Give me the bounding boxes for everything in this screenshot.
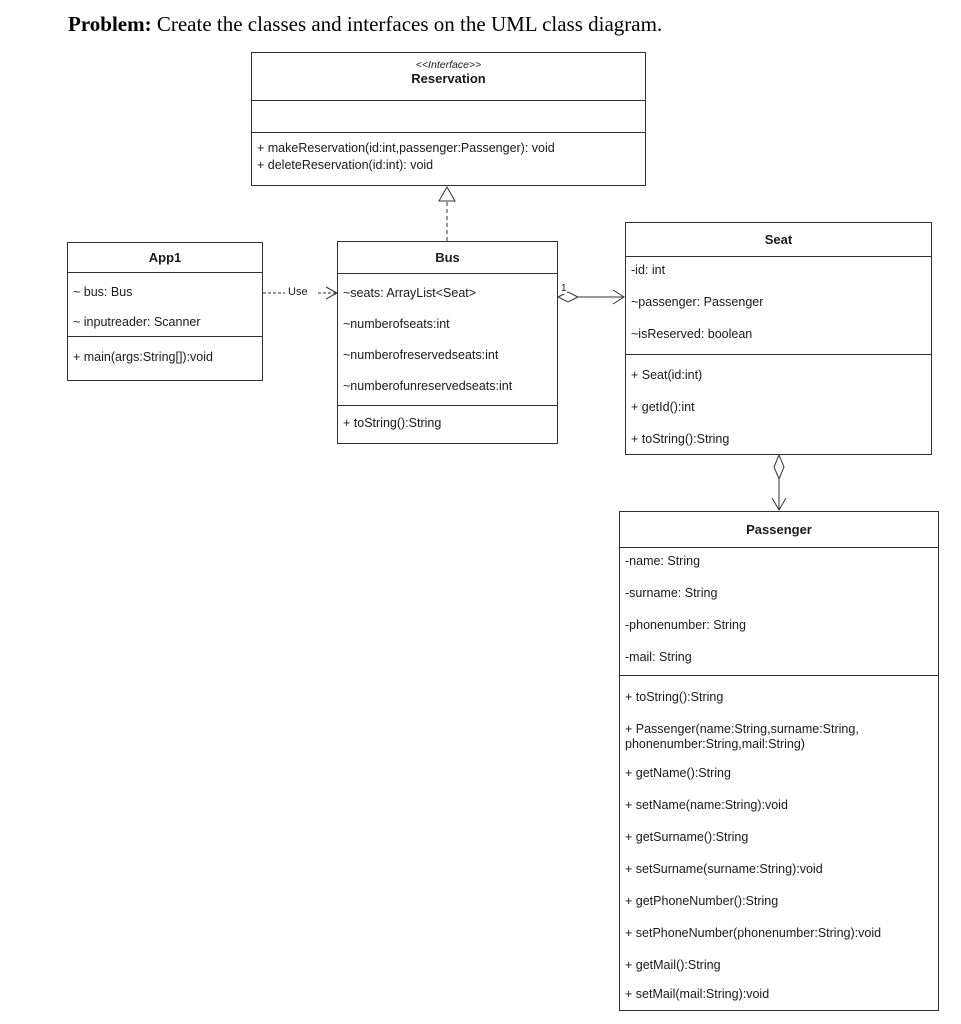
attribute-item: ~ bus: Bus — [73, 285, 133, 299]
method-item: + main(args:String[]):void — [73, 350, 213, 364]
class-name: Reservation — [411, 71, 486, 86]
method-item: + Seat(id:int) — [631, 368, 703, 382]
attribute-item: -id: int — [631, 263, 666, 277]
methods-section: + toString():String + Passenger(name:Str… — [620, 676, 938, 1010]
realization-arrowhead — [438, 185, 456, 202]
method-item: + toString():String — [631, 432, 730, 446]
method-item: + setMail(mail:String):void — [625, 987, 770, 1001]
method-item: + toString():String — [625, 690, 724, 704]
method-item: + setSurname(surname:String):void — [625, 862, 823, 876]
attribute-item: ~numberofunreservedseats:int — [343, 379, 513, 393]
problem-statement: Problem: Create the classes and interfac… — [68, 12, 662, 37]
method-item: + getPhoneNumber():String — [625, 894, 779, 908]
class-passenger: Passenger -name: String -surname: String… — [619, 511, 939, 1011]
method-item: + makeReservation(id:int,passenger:Passe… — [257, 141, 555, 155]
class-reservation: <<Interface>> Reservation + makeReservat… — [251, 52, 646, 186]
class-bus: Bus ~seats: ArrayList<Seat> ~numberofsea… — [337, 241, 558, 444]
attribute-item: -name: String — [625, 554, 701, 568]
method-item: + getMail():String — [625, 958, 721, 972]
method-item: + deleteReservation(id:int): void — [257, 158, 434, 172]
class-name: App1 — [68, 243, 262, 273]
class-name: Passenger — [620, 512, 938, 548]
method-item: phonenumber:String,mail:String) — [625, 737, 805, 751]
method-item: + getSurname():String — [625, 830, 749, 844]
methods-section: + Seat(id:int) + getId():int + toString(… — [626, 355, 931, 454]
attribute-item: ~numberofseats:int — [343, 317, 450, 331]
attribute-item: ~ inputreader: Scanner — [73, 315, 201, 329]
bus-seat-multiplicity: 1 — [561, 283, 567, 294]
class-name: Seat — [626, 223, 931, 257]
class-app1: App1 ~ bus: Bus ~ inputreader: Scanner +… — [67, 242, 263, 381]
methods-section: + main(args:String[]):void — [68, 337, 262, 380]
methods-section: + makeReservation(id:int,passenger:Passe… — [252, 133, 645, 185]
class-name: Bus — [338, 242, 557, 274]
methods-section: + toString():String — [338, 406, 557, 443]
attribute-item: ~isReserved: boolean — [631, 327, 753, 341]
method-item: + toString():String — [343, 416, 442, 430]
attribute-item: ~numberofreservedseats:int — [343, 348, 499, 362]
attributes-section: -id: int ~passenger: Passenger ~isReserv… — [626, 257, 931, 355]
bus-seat-arrowhead — [612, 289, 625, 305]
method-item: + getId():int — [631, 400, 695, 414]
attribute-item: ~passenger: Passenger — [631, 295, 764, 309]
seat-passenger-arrowhead — [771, 497, 787, 511]
use-label: Use — [288, 286, 308, 298]
attribute-item: ~seats: ArrayList<Seat> — [343, 286, 477, 300]
attributes-section — [252, 101, 645, 133]
attributes-section: ~ bus: Bus ~ inputreader: Scanner — [68, 273, 262, 337]
attributes-section: ~seats: ArrayList<Seat> ~numberofseats:i… — [338, 274, 557, 406]
problem-prefix: Problem: — [68, 12, 152, 36]
class-seat: Seat -id: int ~passenger: Passenger ~isR… — [625, 222, 932, 455]
method-item: + getName():String — [625, 766, 731, 780]
attribute-item: -phonenumber: String — [625, 618, 746, 632]
attributes-section: -name: String -surname: String -phonenum… — [620, 548, 938, 676]
stereotype-label: <<Interface>> — [415, 59, 482, 71]
seat-passenger-aggregation-diamond — [773, 453, 785, 481]
method-item: + setName(name:String):void — [625, 798, 788, 812]
method-item: + Passenger(name:String,surname:String, — [625, 722, 859, 736]
attribute-item: -surname: String — [625, 586, 718, 600]
attribute-item: -mail: String — [625, 650, 692, 664]
method-item: + setPhoneNumber(phonenumber:String):voi… — [625, 926, 882, 940]
problem-text: Create the classes and interfaces on the… — [151, 12, 663, 36]
